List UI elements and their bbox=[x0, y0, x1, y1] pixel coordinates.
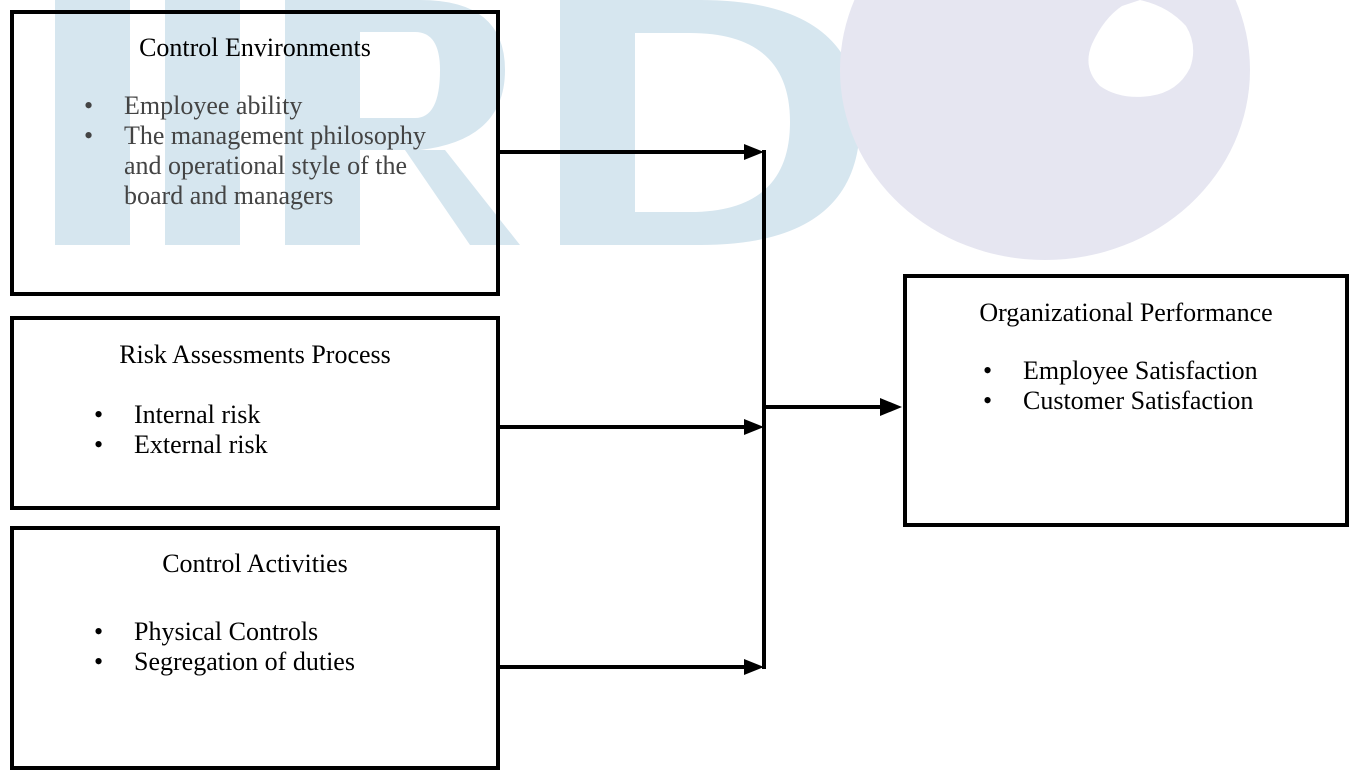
risk-assessments-title: Risk Assessments Process bbox=[119, 340, 391, 369]
control-environments-title: Control Environments bbox=[139, 33, 371, 62]
arrowhead-control-activities bbox=[744, 659, 764, 675]
list-item: Customer Satisfaction bbox=[983, 386, 1345, 416]
organizational-performance-box: Organizational Performance Employee Sati… bbox=[903, 274, 1349, 527]
list-item: External risk bbox=[94, 430, 496, 460]
list-item: Segregation of duties bbox=[94, 647, 496, 677]
arrowhead-risk-assessments bbox=[744, 419, 764, 435]
list-item: Physical Controls bbox=[94, 617, 496, 647]
list-item: Internal risk bbox=[94, 400, 496, 430]
control-activities-list: Physical Controls Segregation of duties bbox=[14, 579, 496, 677]
risk-assessments-list: Internal risk External risk bbox=[14, 370, 496, 460]
organizational-performance-list: Employee Satisfaction Customer Satisfact… bbox=[907, 328, 1345, 416]
arrowhead-control-environments bbox=[744, 144, 764, 160]
control-activities-title: Control Activities bbox=[162, 549, 348, 578]
watermark-globe bbox=[840, 0, 1250, 260]
control-environments-box: Control Environments Employee ability Th… bbox=[10, 10, 500, 296]
arrowhead-organizational-performance bbox=[880, 398, 902, 416]
list-item: Employee Satisfaction bbox=[983, 356, 1345, 386]
control-activities-box: Control Activities Physical Controls Seg… bbox=[10, 526, 500, 770]
list-item: The management philosophy and operationa… bbox=[84, 121, 434, 211]
organizational-performance-title: Organizational Performance bbox=[979, 298, 1273, 327]
control-environments-list: Employee ability The management philosop… bbox=[14, 63, 496, 211]
risk-assessments-box: Risk Assessments Process Internal risk E… bbox=[10, 316, 500, 510]
list-item: Employee ability bbox=[84, 91, 496, 121]
